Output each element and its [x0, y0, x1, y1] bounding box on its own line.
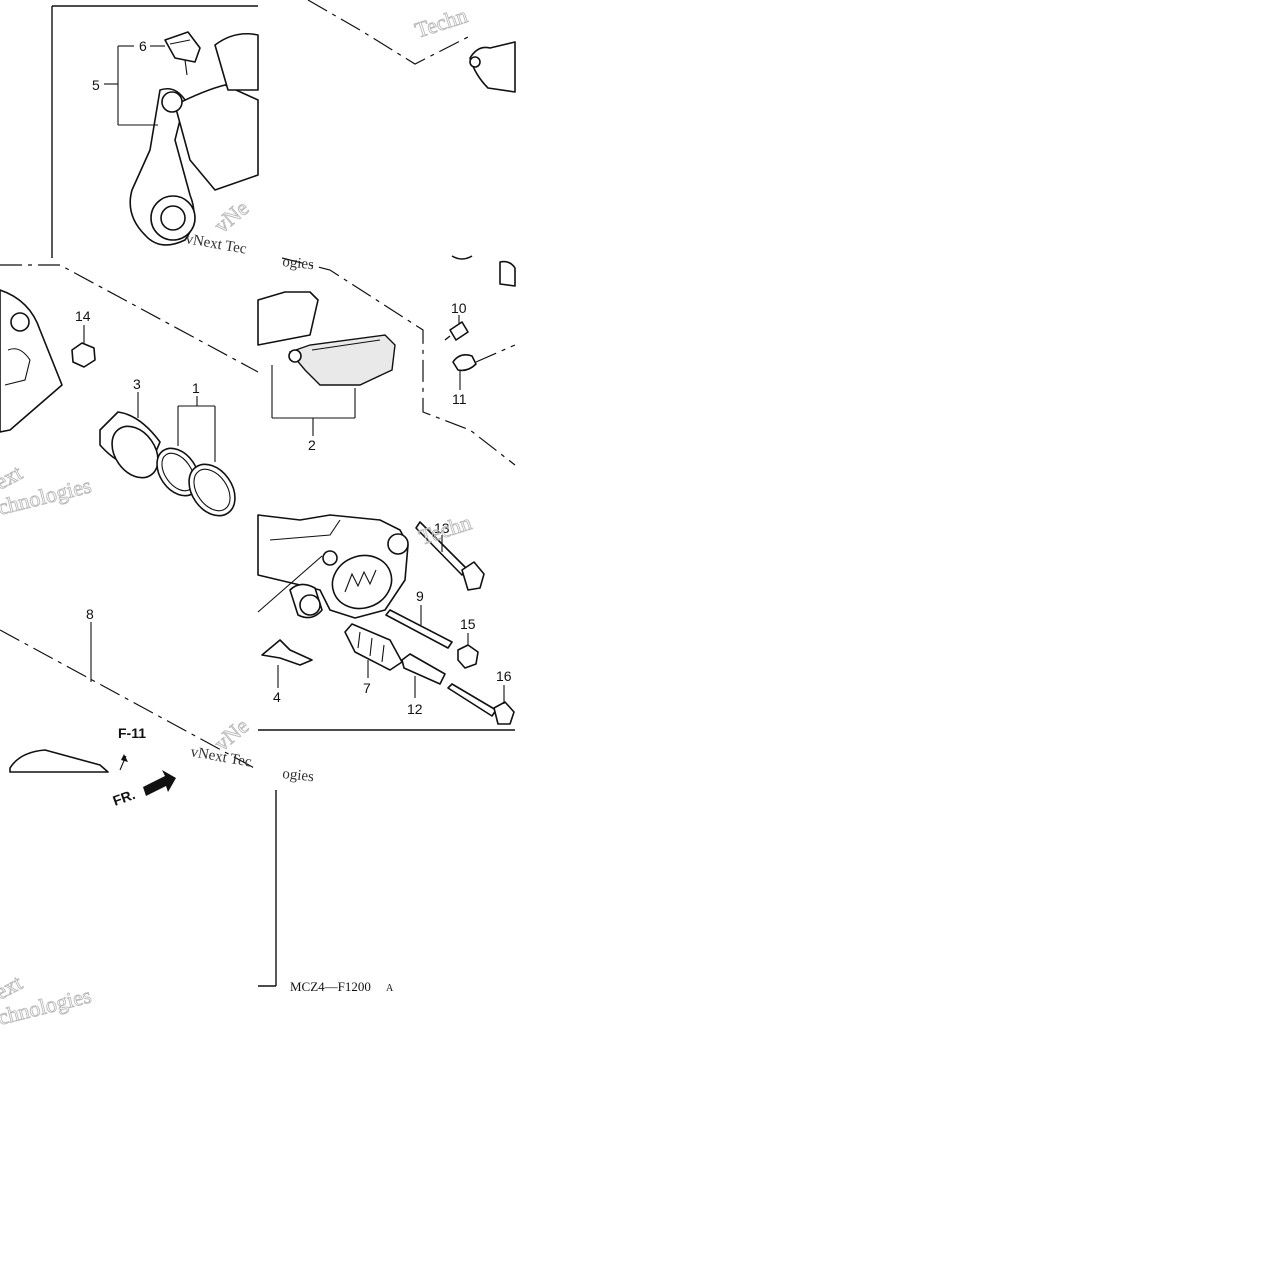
- fr-arrow: [119, 754, 176, 796]
- part-3-piston: [99, 411, 161, 479]
- watermark-2: vNe: [209, 195, 253, 238]
- part-1-seals: [156, 447, 236, 517]
- pad-spring-clip: [164, 31, 201, 76]
- callout-2: 2: [308, 437, 316, 453]
- callout-12: 12: [407, 701, 423, 717]
- part-16-bolt: [447, 683, 515, 725]
- drawing-code: MCZ4—F1200: [290, 979, 371, 994]
- watermark-10: ogies: [282, 766, 315, 785]
- part-7-boot: [344, 623, 403, 678]
- callout-7: 7: [363, 680, 371, 696]
- caliper-body: [257, 514, 409, 619]
- callout-3: 3: [133, 376, 141, 392]
- caliper-body-fragment-left: [0, 289, 63, 433]
- drawing-code-suffix: A: [386, 983, 394, 994]
- pad-partial-top: [469, 41, 516, 93]
- part-9-pin: [385, 605, 453, 649]
- callout-1: 1: [192, 380, 200, 396]
- callout-lines-5-6: [104, 45, 165, 126]
- ref-f11-label: F-11: [118, 725, 146, 741]
- watermark-1: Techn: [412, 2, 471, 42]
- callout-13: 13: [434, 520, 450, 536]
- ref-fr-label: FR.: [111, 786, 138, 809]
- part-11-bleeder-cap: [451, 255, 516, 390]
- callout-15: 15: [460, 616, 476, 632]
- callout-6: 6: [139, 38, 147, 54]
- watermark-3: vNext Tec: [184, 231, 248, 258]
- callout-lines-1-3-14: [83, 325, 216, 462]
- part-2-brake-pads: [257, 291, 396, 386]
- frame-lines: [0, 0, 516, 987]
- callout-16: 16: [496, 668, 512, 684]
- part-13-bolt: [415, 521, 485, 591]
- callout-5: 5: [92, 77, 100, 93]
- watermark-4: ogies: [282, 254, 315, 273]
- part-8-rail: [9, 622, 109, 773]
- watermark-7: Techn: [416, 509, 475, 549]
- callout-8: 8: [86, 606, 94, 622]
- callout-labels: 1 2 3 4 5 6 7 8 9 10 11 12 13 14 15 16: [75, 38, 512, 717]
- callout-9: 9: [416, 588, 424, 604]
- callout-4: 4: [273, 689, 281, 705]
- part-14-nut: [71, 342, 96, 368]
- part-15-nut: [457, 633, 479, 669]
- part-12-pin: [401, 653, 446, 698]
- callout-11: 11: [452, 391, 467, 407]
- caliper-bracket: [129, 32, 259, 246]
- part-4-clip: [261, 639, 313, 688]
- callout-lines-2: [271, 365, 356, 436]
- callout-10: 10: [451, 300, 467, 316]
- callout-14: 14: [75, 308, 91, 324]
- reference-labels: F-11 FR. MCZ4—F1200 A: [111, 725, 394, 994]
- part-10-bleeder: [444, 315, 469, 341]
